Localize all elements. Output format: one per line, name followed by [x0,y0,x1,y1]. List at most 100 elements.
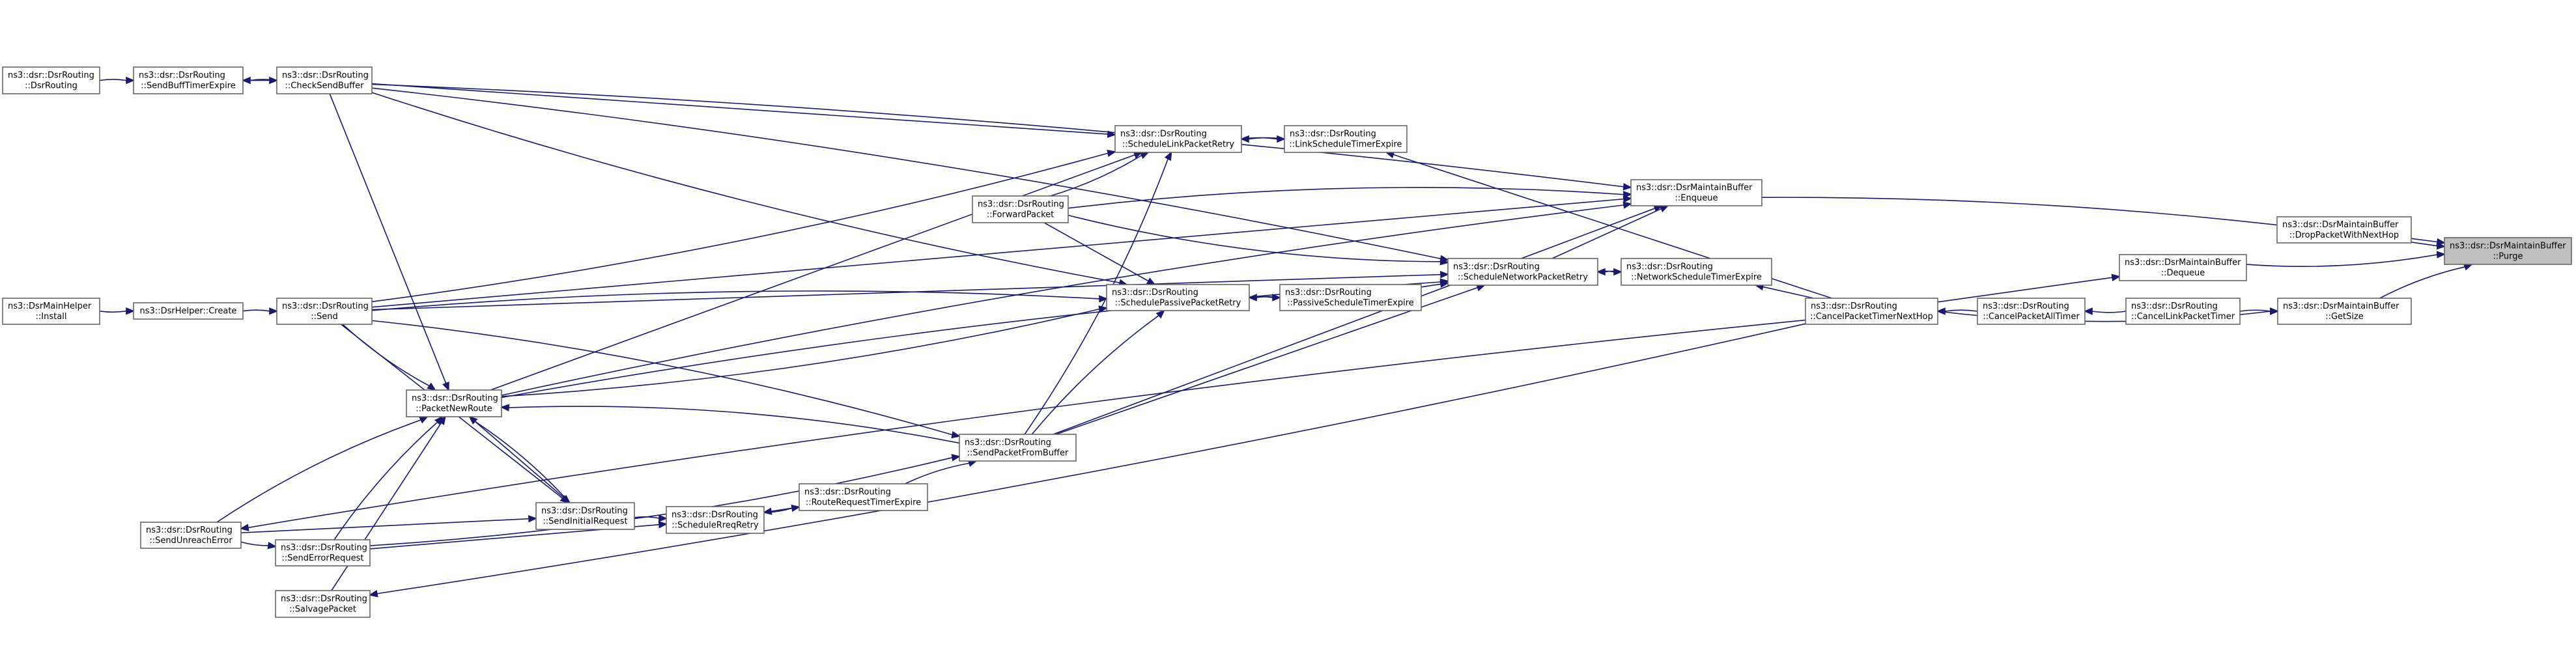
node-cancelpacketalltimer[interactable]: ns3::dsr::DsrRouting::CancelPacketAllTim… [1977,298,2086,325]
node-routerequesttimerexpire[interactable]: ns3::dsr::DsrRouting::RouteRequestTimerE… [799,483,928,511]
edge-line [508,406,960,444]
node-purge[interactable]: ns3::dsr::DsrMaintainBuffer::Purge [2444,237,2572,265]
arrowhead-icon [126,307,135,315]
node-salvagepacket[interactable]: ns3::dsr::DsrRouting::SalvagePacket [275,590,371,618]
node-schedulelinkpacketretry[interactable]: ns3::dsr::DsrRouting::ScheduleLinkPacket… [1114,125,1242,153]
node-box [1279,284,1422,311]
node-box [1977,298,2086,325]
arrowhead-icon [1439,278,1450,286]
arrowhead-icon [442,381,449,391]
node-label-line: ns3::dsr::DsrRouting [1120,130,1207,139]
node-box [972,195,1069,223]
node-label-line: ns3::dsr::DsrMaintainBuffer [2282,220,2399,230]
edge-line [1053,208,1656,435]
arrowhead-icon [368,590,378,598]
node-box [1114,125,1242,153]
node-box [959,434,1077,462]
node-dsrrouting_ctor[interactable]: ns3::dsr::DsrRouting::DsrRouting [2,66,100,94]
call-edge-dsrrouting_ctor-to-sendbufftimerexpire [99,76,135,85]
node-label-line: ns3::dsr::DsrRouting [1290,130,1376,139]
call-edge-sendinitialrequest-to-packetnewroute [468,415,571,503]
node-senderrorrequest[interactable]: ns3::dsr::DsrRouting::SendErrorRequest [275,539,371,566]
arrowhead-icon [1107,149,1117,157]
node-linkscheduletimerexpire[interactable]: ns3::dsr::DsrRouting::LinkScheduleTimerE… [1284,125,1408,153]
arrowhead-icon [658,521,668,529]
node-box [2,298,100,325]
node-droppacketwithnexthop[interactable]: ns3::dsr::DsrMaintainBuffer::DropPacketW… [2276,216,2412,244]
edge-line [331,422,442,591]
node-box [276,298,373,325]
node-sendbufftimerexpire[interactable]: ns3::dsr::DsrRouting::SendBuffTimerExpir… [133,66,244,94]
edge-line [1551,208,1662,259]
node-networkscheduletimerexpire[interactable]: ns3::dsr::DsrRouting::NetworkScheduleTim… [1621,258,1772,286]
node-label-line: ::NetworkScheduleTimerExpire [1631,273,1762,283]
node-label-line: ns3::dsr::DsrRouting [672,510,758,520]
node-schedulepassivepacketretry[interactable]: ns3::dsr::DsrRouting::SchedulePassivePac… [1106,284,1250,311]
call-edge-packetnewroute-to-enqueue [501,201,1633,396]
node-label-line: ::SchedulePassivePacketRetry [1115,298,1241,308]
node-box [275,539,371,566]
call-edge-forwardpacket-to-schedulelinkpacketretry [1050,152,1150,197]
call-edge-sendunreacherror-to-senderrorrequest [240,541,277,550]
edge-line [371,320,953,436]
arrowhead-icon [1613,268,1623,276]
node-label-line: ns3::dsr::DsrRouting [965,438,1051,448]
node-getsize[interactable]: ns3::dsr::DsrMaintainBuffer::GetSize [2277,298,2412,325]
node-schedulenetworkpacketretry[interactable]: ns3::dsr::DsrRouting::ScheduleNetworkPac… [1447,258,1598,286]
arrowhead-icon [1440,270,1450,279]
arrowhead-icon [267,542,277,550]
node-helper_create[interactable]: ns3::DsrHelper::Create [133,302,244,320]
call-edge-send-to-schedulenetworkpacketretry [371,270,1450,311]
node-passivescheduletimerexpire[interactable]: ns3::dsr::DsrRouting::PassiveScheduleTim… [1279,284,1422,311]
edge-line [99,310,127,313]
node-checksendbuffer[interactable]: ns3::dsr::DsrRouting::CheckSendBuffer [276,66,373,94]
arrowhead-icon [427,382,436,391]
edge-line [1068,187,1624,209]
node-enqueue[interactable]: ns3::dsr::DsrMaintainBuffer::Enqueue [1630,179,1762,206]
node-forwardpacket[interactable]: ns3::dsr::DsrRouting::ForwardPacket [972,195,1069,223]
edge-line [249,79,277,81]
node-mainhelper_install[interactable]: ns3::DsrMainHelper::Install [2,298,100,325]
call-edge-droppacketwithnexthop-to-purge [2411,238,2446,246]
node-label-line: ::SendPacketFromBuffer [967,449,1069,458]
edge-line [371,87,1441,260]
node-label-line: ns3::dsr::DsrMaintainBuffer [1636,183,1753,193]
node-label-line: ::Install [36,312,67,322]
node-label-line: ns3::dsr::DsrMaintainBuffer [2125,258,2241,268]
node-cancelpackettimernexthop[interactable]: ns3::dsr::DsrRouting::CancelPacketTimerN… [1805,298,1938,325]
node-dequeue[interactable]: ns3::dsr::DsrMaintainBuffer::Dequeue [2119,254,2247,281]
edge-line [905,462,970,484]
node-label-line: ns3::dsr::DsrRouting [282,301,369,311]
node-label-line: ::CheckSendBuffer [285,81,365,91]
call-edge-sendunreacherror-to-packetnewroute [216,416,429,523]
node-sendpacketfrombuffer[interactable]: ns3::dsr::DsrRouting::SendPacketFromBuff… [959,434,1077,462]
edge-line [1043,222,1149,282]
node-box [1284,125,1408,153]
node-label-line: ns3::dsr::DsrRouting [1983,301,2069,311]
node-schedulerreqretry[interactable]: ns3::dsr::DsrRouting::ScheduleRreqRetry [666,506,765,534]
node-label-line: ns3::dsr::DsrRouting [281,543,367,553]
node-label-line: ns3::dsr::DsrRouting [541,507,628,516]
edge-line [2239,309,2271,312]
edge-line [501,308,1100,397]
arrowhead-icon [1622,201,1633,209]
call-edge-send-to-enqueue [371,195,1633,308]
node-label-line: ns3::dsr::DsrRouting [804,488,891,497]
call-edge-send-to-sendpacketfrombuffer [371,320,961,439]
node-packetnewroute[interactable]: ns3::dsr::DsrRouting::PacketNewRoute [406,389,502,417]
arrowhead-icon [1439,258,1450,266]
arrowhead-icon [1107,130,1117,138]
node-sendunreacherror[interactable]: ns3::dsr::DsrRouting::SendUnreachError [140,522,242,549]
node-sendinitialrequest[interactable]: ns3::dsr::DsrRouting::SendInitialRequest [535,502,635,530]
node-box [1630,179,1762,206]
node-box [133,302,244,320]
node-label-line: ns3::DsrHelper::Create [140,307,237,316]
node-label-line: ::LinkScheduleTimerExpire [1289,140,1402,150]
node-send[interactable]: ns3::dsr::DsrRouting::Send [276,298,373,325]
call-edge-checksendbuffer-to-schedulelinkpacketretry [371,83,1117,138]
node-label-line: ns3::dsr::DsrRouting [2131,301,2218,311]
arrowhead-icon [239,524,249,531]
node-label-line: ns3::dsr::DsrRouting [1285,288,1372,298]
node-label-line: ns3::dsr::DsrRouting [1626,262,1713,272]
node-cancellinkpackettimer[interactable]: ns3::dsr::DsrRouting::CancelLinkPacketTi… [2125,298,2241,325]
